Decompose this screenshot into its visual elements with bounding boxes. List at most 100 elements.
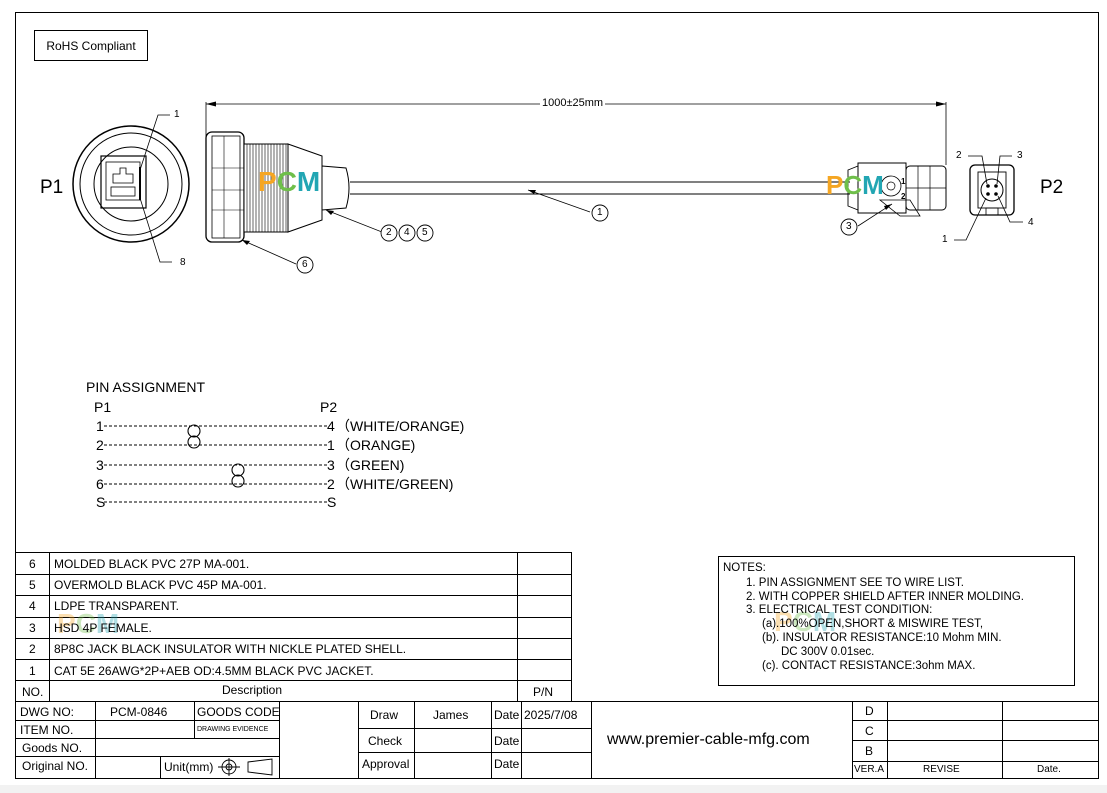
dwg-no-value: PCM-0846 (110, 705, 168, 719)
bom-no: 4 (29, 599, 36, 613)
rohs-label: RoHS Compliant (46, 38, 136, 53)
note-line: 2. WITH COPPER SHIELD AFTER INNER MOLDIN… (746, 591, 1024, 603)
bom-no: 3 (29, 621, 36, 635)
connector-mark-2: 2 (901, 192, 906, 201)
pin-head-p2: P2 (320, 399, 338, 415)
bottom-strip (0, 785, 1107, 793)
draw-label: Draw (370, 708, 399, 722)
logo-letter-p: P (57, 608, 76, 639)
original-no-label: Original NO. (22, 759, 89, 773)
pin-assignment-title: PIN ASSIGNMENT (86, 379, 206, 395)
logo-letter-m: M (812, 606, 837, 637)
balloon-2: 2 (386, 227, 392, 238)
approval-label: Approval (362, 757, 410, 771)
rev-date-label: Date. (1037, 764, 1061, 775)
date-label: Date (494, 708, 520, 722)
balloon-6: 6 (302, 259, 308, 270)
logo-letter-p: P (826, 170, 844, 200)
bom-no: 2 (29, 642, 36, 656)
p2-pin2-callout: 2 (956, 150, 962, 161)
rev-c: C (865, 724, 874, 738)
bom-desc: OVERMOLD BLACK PVC 45P MA-001. (54, 578, 267, 592)
pin-head-p1: P1 (94, 399, 112, 415)
logo-letter-m: M (862, 170, 884, 200)
goods-code-label: GOODS CODE (197, 705, 280, 719)
pin-row-left: S (96, 494, 106, 510)
length-dimension: 1000±25mm (540, 97, 606, 109)
website-link[interactable]: www.premier-cable-mfg.com (607, 731, 810, 748)
p1-label: P1 (40, 177, 64, 198)
pin-row-color: （WHITE/GREEN) (336, 476, 454, 492)
note-line: 3. ELECTRICAL TEST CONDITION: (746, 604, 933, 616)
bom-no: 5 (29, 578, 36, 592)
bom-desc: CAT 5E 26AWG*2P+AEB OD:4.5MM BLACK PVC J… (54, 664, 374, 678)
connector-mark-1: 1 (901, 177, 906, 186)
pin-row-right: 3 (327, 457, 335, 473)
logo-letter-p: P (774, 606, 793, 637)
logo-letter-c: C (276, 166, 297, 197)
bom-no: 1 (29, 664, 36, 678)
pin-row-color: （GREEN) (336, 457, 405, 473)
p2-face-view (954, 155, 1023, 241)
pin-row-right: 1 (327, 437, 335, 453)
p2-pin1-callout: 1 (942, 234, 948, 245)
pcm-logo-p1: PCM (258, 168, 320, 196)
pcm-logo-bom: PCM (57, 610, 119, 638)
rev-d: D (865, 704, 874, 718)
bom-desc: MOLDED BLACK PVC 27P MA-001. (54, 557, 250, 571)
note-line: (c). CONTACT RESISTANCE:3ohm MAX. (762, 660, 976, 672)
pcm-logo-p2: PCM (826, 172, 884, 198)
bom-head-no: NO. (22, 685, 44, 699)
drawing-evidence: DRAWING EVIDENCE (197, 726, 269, 733)
pin-row-right: 2 (327, 476, 335, 492)
unit-label: Unit(mm) (164, 760, 214, 774)
item-no-label: ITEM NO. (20, 723, 74, 737)
note-line: DC 300V 0.01sec. (781, 646, 875, 658)
pin-row-left: 1 (96, 418, 104, 434)
note-line: (b). INSULATOR RESISTANCE:10 Mohm MIN. (762, 632, 1002, 644)
balloon-4: 4 (404, 227, 410, 238)
logo-letter-c: C (843, 170, 863, 200)
revise-label: REVISE (923, 764, 960, 775)
ver-label: VER.A (854, 764, 885, 775)
logo-letter-c: C (75, 608, 96, 639)
bom-no: 6 (29, 557, 36, 571)
pin-row-left: 2 (96, 437, 104, 453)
pin-row-color: （WHITE/ORANGE) (336, 418, 465, 434)
pin-row-left: 3 (96, 457, 104, 473)
p2-pin3-callout: 3 (1017, 150, 1023, 161)
goods-no-label: Goods NO. (22, 741, 83, 755)
bom-desc: HSD 4P FEMALE. (54, 621, 152, 635)
projection-symbol (218, 758, 273, 776)
logo-letter-c: C (792, 606, 813, 637)
draw-name: James (433, 708, 469, 722)
pin-row-right: 4 (327, 418, 335, 434)
p2-pin4-callout: 4 (1028, 217, 1034, 228)
balloon-1: 1 (597, 207, 603, 218)
p1-face-view (72, 114, 190, 263)
pin-row-right: S (327, 494, 337, 510)
pin-row-left: 6 (96, 476, 104, 492)
p1-side-view (205, 131, 350, 243)
notes-title: NOTES: (723, 562, 766, 574)
bom-desc: LDPE TRANSPARENT. (54, 599, 179, 613)
p1-pin1-callout: 1 (174, 109, 180, 120)
logo-letter-p: P (258, 166, 277, 197)
note-line: (a).100%OPEN,SHORT & MISWIRE TEST, (762, 618, 984, 630)
dwg-no-label: DWG NO: (20, 705, 74, 719)
bom-desc: 8P8C JACK BLACK INSULATOR WITH NICKLE PL… (54, 642, 407, 656)
balloon-3: 3 (846, 221, 852, 232)
balloon-5: 5 (422, 227, 428, 238)
p2-side-view (847, 162, 947, 217)
p1-pin8-callout: 8 (180, 257, 186, 268)
logo-letter-m: M (95, 608, 120, 639)
pcm-logo-notes: PCM (774, 608, 836, 636)
rohs-badge: RoHS Compliant (34, 30, 148, 61)
date-label: Date (494, 734, 520, 748)
logo-letter-m: M (296, 166, 321, 197)
date-value: 2025/7/08 (524, 708, 578, 722)
date-label: Date (494, 757, 520, 771)
bom-head-pn: P/N (533, 685, 554, 699)
